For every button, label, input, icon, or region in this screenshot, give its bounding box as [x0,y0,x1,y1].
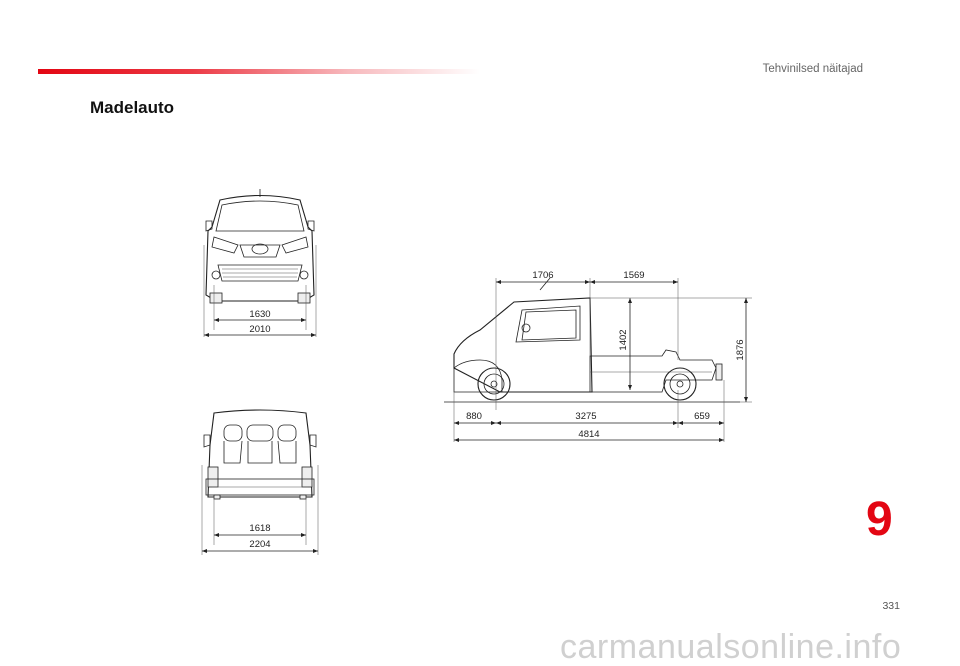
rear-width-inner-label: 1618 [249,523,270,534]
chapter-number: 9 [866,493,893,546]
rear-dimension-lines [201,465,319,555]
header-accent-bar [38,69,480,74]
side-wheelbase-label: 3275 [575,411,596,422]
side-rear-overhang-label: 659 [694,411,710,422]
side-platform-length-label: 1569 [623,270,644,281]
section-title: Tehvinilsed näitajad [762,63,863,75]
page-number: 331 [882,600,900,612]
front-width-inner-label: 1630 [249,309,270,320]
rear-vehicle-outline [203,409,317,500]
side-total-length-label: 4814 [578,429,599,440]
rear-width-outer-label: 2204 [249,539,270,550]
page-heading: Madelauto [90,98,175,117]
side-total-height-label: 1876 [735,339,746,360]
side-vehicle-outline [453,277,723,393]
front-dimension-lines [203,245,317,337]
front-width-outer-label: 2010 [249,324,270,335]
front-vehicle-outline [205,189,315,304]
side-front-overhang-label: 880 [466,411,482,422]
side-dimension-lines [453,278,752,442]
front-view-drawing: 1630 2010 [203,189,317,337]
side-platform-height-label: 1402 [618,329,629,350]
watermark: carmanualsonline.info [560,628,902,666]
rear-view-drawing: 1618 2204 [201,409,319,555]
side-cab-length-label: 1706 [532,270,553,281]
side-view-drawing: 1706 1569 1402 1876 880 3275 659 4814 [444,270,752,442]
